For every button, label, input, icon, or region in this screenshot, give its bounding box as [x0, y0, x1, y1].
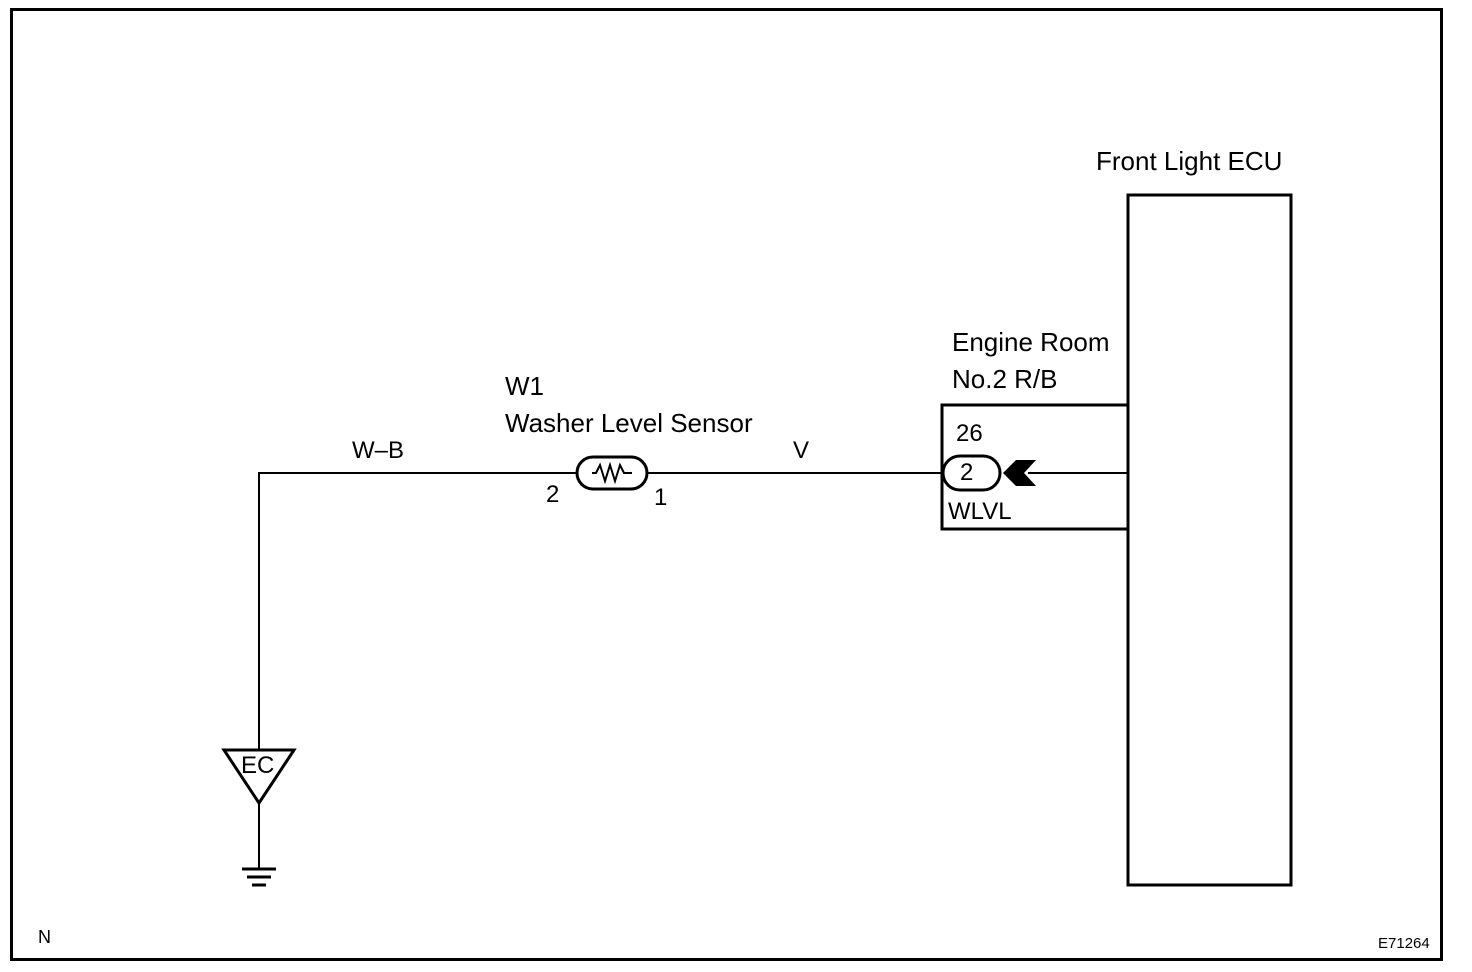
- connector-pin-capsule: [941, 454, 1002, 492]
- ground-symbol-icon: [242, 867, 276, 887]
- front-light-ecu-box: [1126, 193, 1293, 887]
- wire-w-b: [258, 472, 578, 750]
- resistor-icon: [592, 461, 632, 485]
- junction-block-box: [940, 403, 1128, 531]
- terminal-name: WLVL: [948, 498, 1012, 525]
- sensor-id: W1: [505, 371, 544, 401]
- figure-id: E71264: [1378, 935, 1430, 952]
- sensor-pin-right: 1: [654, 484, 668, 511]
- ecu-label: Front Light ECU: [1096, 146, 1283, 176]
- sensor-pin-left: 2: [546, 481, 560, 508]
- wire-color-w-b: W–B: [352, 437, 405, 464]
- ground-code: EC: [241, 752, 275, 779]
- connector-pin-number: 2: [960, 459, 974, 486]
- washer-level-sensor-symbol: [575, 455, 649, 491]
- junction-block-label-line2: No.2 R/B: [952, 364, 1058, 394]
- connector-number: 26: [956, 420, 983, 447]
- ground-point-triangle-icon: [221, 748, 297, 806]
- wire-color-v: V: [793, 437, 810, 464]
- junction-block-label-line1: Engine Room: [952, 327, 1110, 357]
- sensor-name: Washer Level Sensor: [505, 408, 753, 438]
- corner-label: N: [38, 927, 51, 947]
- terminal-arrow-icon: [1003, 460, 1036, 486]
- diagram-frame: [10, 8, 1443, 961]
